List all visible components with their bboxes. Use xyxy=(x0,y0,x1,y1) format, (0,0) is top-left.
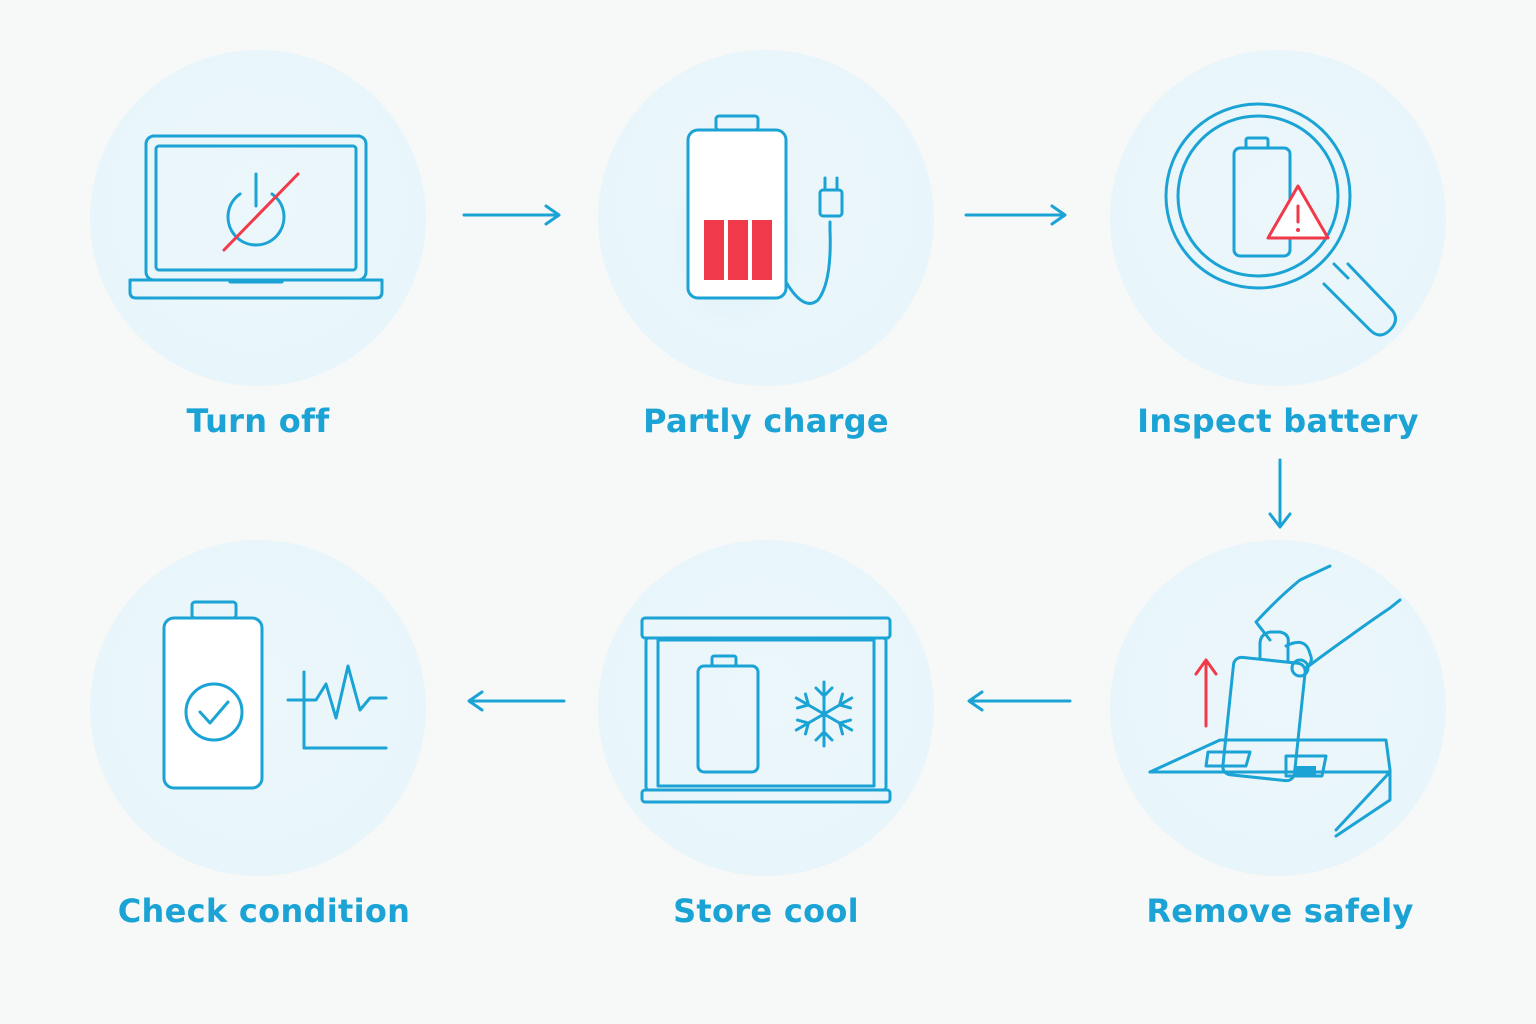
laptop-power-off-icon xyxy=(128,134,384,300)
arrow-right-icon xyxy=(964,204,1067,226)
magnifier-battery-warning-icon xyxy=(1164,102,1397,337)
step-label-remove-safely: Remove safely xyxy=(1146,892,1414,930)
arrow-left-icon xyxy=(967,690,1072,712)
step-circle-check-condition xyxy=(90,540,426,876)
battery-check-pulse-icon xyxy=(162,600,388,790)
hand-remove-battery-icon xyxy=(1148,564,1402,838)
snowflake-icon xyxy=(794,680,854,748)
step-label-partly-charge: Partly charge xyxy=(643,402,889,440)
step-label-store-cool: Store cool xyxy=(673,892,859,930)
battery-snowflake-box-icon xyxy=(640,616,892,804)
arrow-down-icon xyxy=(1268,458,1292,529)
step-label-inspect-battery: Inspect battery xyxy=(1137,402,1419,440)
arrow-right-icon xyxy=(462,204,561,226)
step-circle-turn-off xyxy=(90,50,426,386)
step-circle-inspect-battery xyxy=(1110,50,1446,386)
step-circle-store-cool xyxy=(598,540,934,876)
arrow-left-icon xyxy=(467,690,566,712)
step-label-check-condition: Check condition xyxy=(117,892,411,930)
step-circle-partly-charge xyxy=(598,50,934,386)
step-circle-remove-safely xyxy=(1110,540,1446,876)
battery-charging-icon xyxy=(656,114,844,330)
step-label-turn-off: Turn off xyxy=(186,402,330,440)
